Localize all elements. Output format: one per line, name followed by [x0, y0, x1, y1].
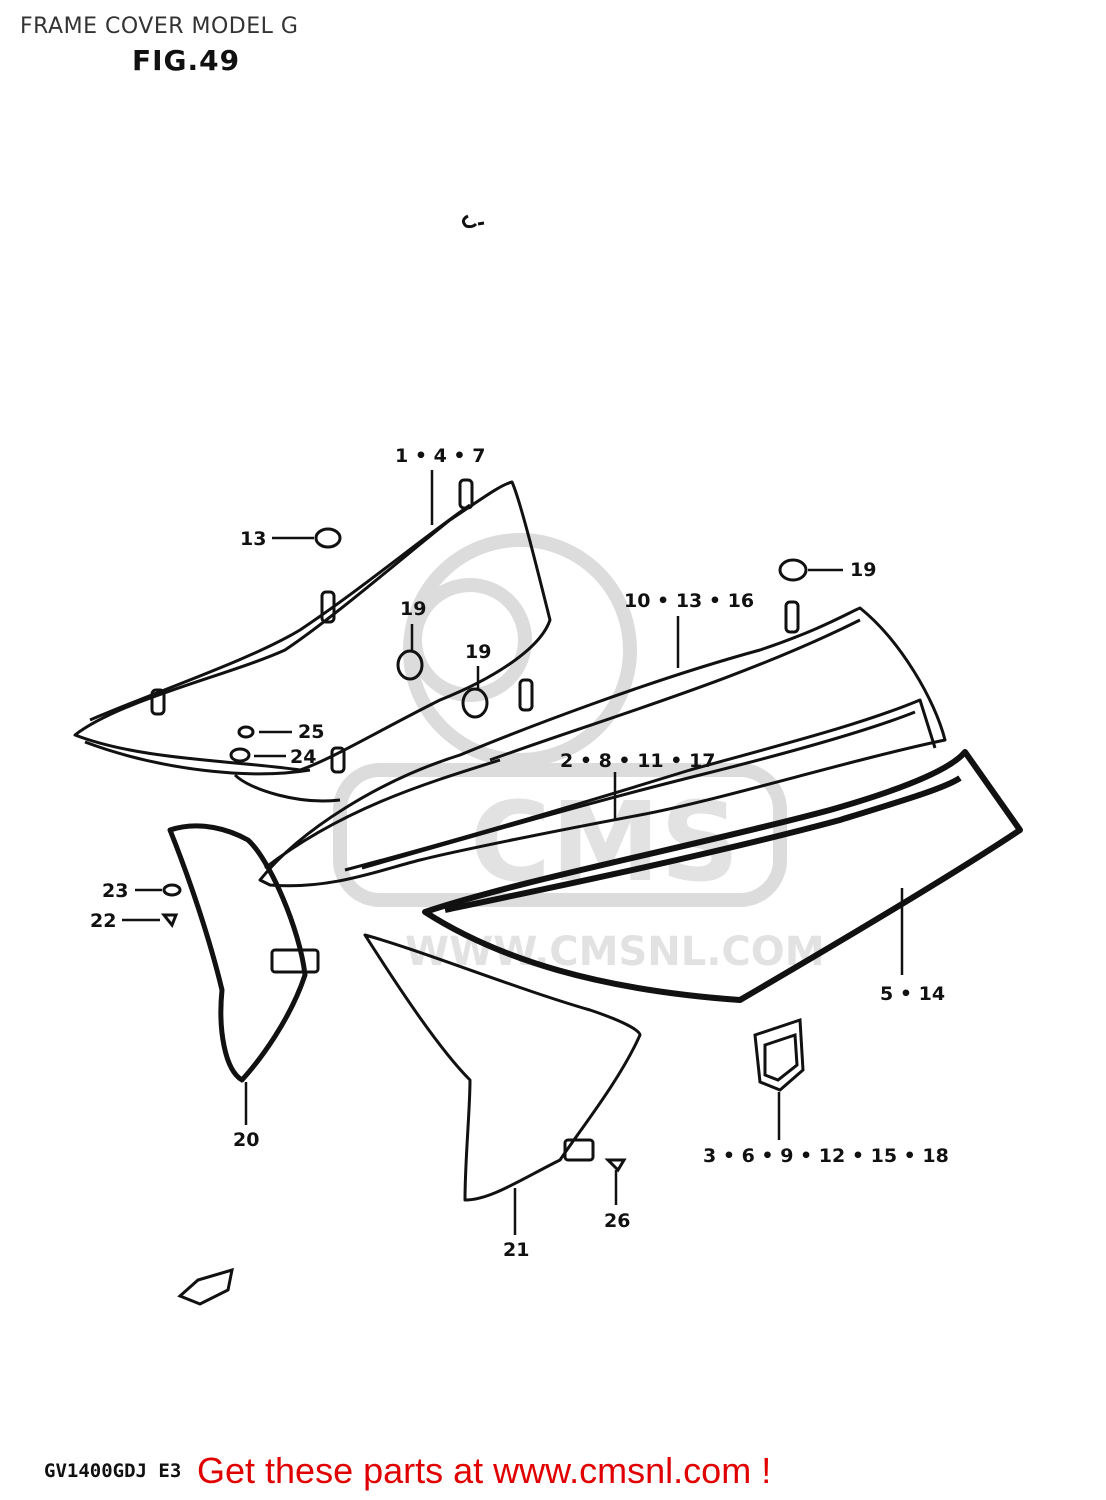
forward-arrow-icon: [177, 1267, 234, 1306]
tank-emblem: [753, 1017, 805, 1092]
label-part-19-mid: 19: [400, 598, 426, 620]
label-part-1-4-7: 1 • 4 • 7: [395, 445, 485, 467]
label-part-3-6-9-12-15-18: 3 • 6 • 9 • 12 • 15 • 18: [703, 1145, 949, 1167]
label-part-23: 23: [102, 880, 128, 902]
label-part-26: 26: [604, 1210, 630, 1232]
rear-frame-cover: [258, 600, 947, 888]
cover-decals: [422, 749, 1023, 1003]
label-part-2-8-11-17: 2 • 8 • 11 • 17: [560, 750, 715, 772]
model-code: GV1400GDJ E3: [44, 1460, 182, 1482]
page-title: FRAME COVER MODEL G: [20, 14, 299, 39]
small-fasteners: [160, 527, 808, 1173]
label-part-13: 13: [240, 528, 266, 550]
label-part-10-13-16: 10 • 13 • 16: [624, 590, 754, 612]
label-part-25: 25: [298, 721, 324, 743]
label-part-22: 22: [90, 910, 116, 932]
side-covers: [167, 823, 642, 1202]
figure-number: FIG.49: [132, 44, 241, 77]
label-part-24: 24: [290, 746, 316, 768]
leader-lines: [122, 470, 904, 1235]
label-part-19-right: 19: [850, 559, 876, 581]
label-part-21: 21: [503, 1239, 529, 1261]
label-part-19-lower: 19: [465, 641, 491, 663]
label-part-20: 20: [233, 1129, 259, 1151]
label-part-5-14: 5 • 14: [880, 983, 945, 1005]
stray-mark: [461, 214, 485, 229]
upper-frame-cover: [73, 478, 552, 803]
promo-link[interactable]: Get these parts at www.cmsnl.com !: [197, 1450, 772, 1491]
